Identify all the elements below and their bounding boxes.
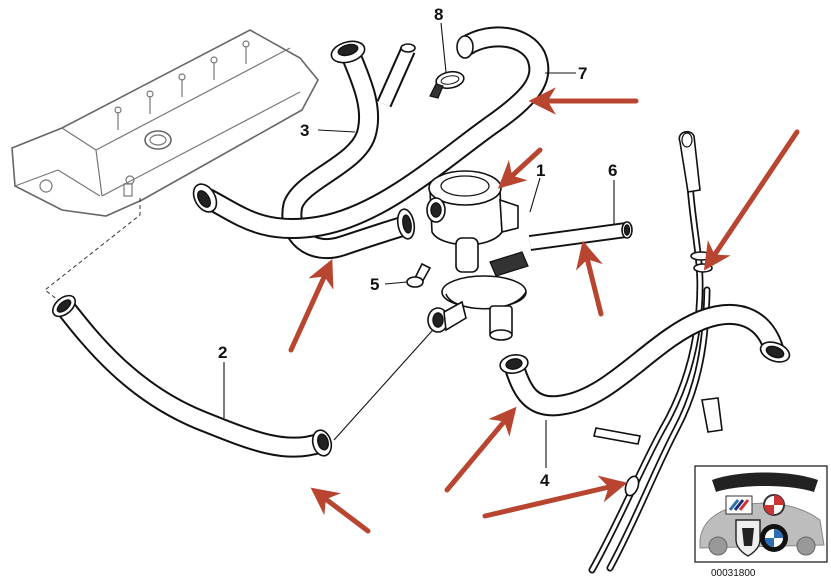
hose-2 [51,294,333,458]
diagram-number: 00031800 [711,568,756,579]
red-arrows [288,87,800,534]
leader-8 [440,22,447,73]
logo-banner [712,472,818,492]
leader-3 [317,129,356,133]
screw-5 [406,262,432,288]
callout-5: 5 [370,275,379,294]
callout-1: 1 [536,161,545,180]
cover-bolts [114,40,250,130]
watermark-logo [694,465,828,563]
oil-filler-cap [144,130,172,150]
callout-2: 2 [218,343,227,362]
arrow-to-hose-3 [288,258,334,353]
leader-1 [529,177,541,213]
leader-5 [384,281,408,285]
tube-6 [530,221,632,243]
hose-clamp-8 [429,70,465,99]
callout-3: 3 [300,121,309,140]
arrow-to-guide-tube [482,475,628,519]
hose-4 [499,314,791,405]
pressure-control-valve-1 [426,170,529,341]
arrow-to-hose-2 [310,487,371,534]
arrow-to-valve-1 [497,147,543,189]
valve-cover [11,29,319,217]
callout-6: 6 [608,161,617,180]
reference-line-hose2-to-valve [333,321,441,441]
hose-7 [192,36,539,229]
arrow-to-tube-6 [575,240,604,317]
vent-nipple [384,44,415,104]
callout-7: 7 [578,64,587,83]
arrow-to-dipstick [703,129,800,271]
hose-3 [292,40,416,249]
callout-8: 8 [434,5,443,24]
arrow-to-hose-4 [444,406,517,493]
callout-4: 4 [540,471,550,490]
reference-line-cover-to-hose2 [44,198,141,301]
cover-mount-hole [39,179,53,193]
